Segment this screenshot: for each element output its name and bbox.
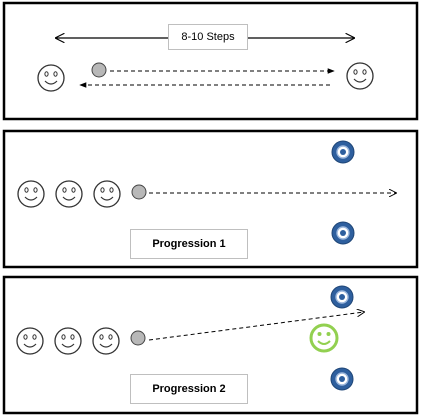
ball-icon bbox=[131, 184, 147, 200]
pass-arrow bbox=[148, 312, 364, 341]
smiley-face-icon bbox=[346, 62, 374, 90]
panel-progression-2 bbox=[2, 275, 419, 415]
ring-target-icon bbox=[331, 140, 355, 164]
ring-target-icon bbox=[330, 285, 354, 309]
smiley-face-icon bbox=[92, 327, 120, 355]
smiley-face-icon bbox=[93, 180, 121, 208]
panel-3-frame bbox=[2, 275, 419, 415]
steps-label: 8-10 Steps bbox=[168, 24, 248, 50]
ring-target-icon bbox=[331, 221, 355, 245]
progression-2-label: Progression 2 bbox=[130, 374, 248, 404]
panel-warmup bbox=[2, 1, 419, 121]
smiley-face-icon bbox=[17, 180, 45, 208]
ball-icon bbox=[91, 62, 107, 78]
progression-1-label: Progression 1 bbox=[130, 229, 248, 259]
smiley-face-icon bbox=[55, 180, 83, 208]
smiley-face-icon bbox=[54, 327, 82, 355]
green-smiley-face-icon bbox=[309, 323, 339, 353]
smiley-face-icon bbox=[16, 327, 44, 355]
panel-1-frame bbox=[2, 1, 419, 121]
ring-target-icon bbox=[330, 367, 354, 391]
panel-progression-1 bbox=[2, 129, 419, 269]
panel-2-frame bbox=[2, 129, 419, 269]
smiley-face-icon bbox=[37, 64, 65, 92]
ball-icon bbox=[130, 330, 146, 346]
